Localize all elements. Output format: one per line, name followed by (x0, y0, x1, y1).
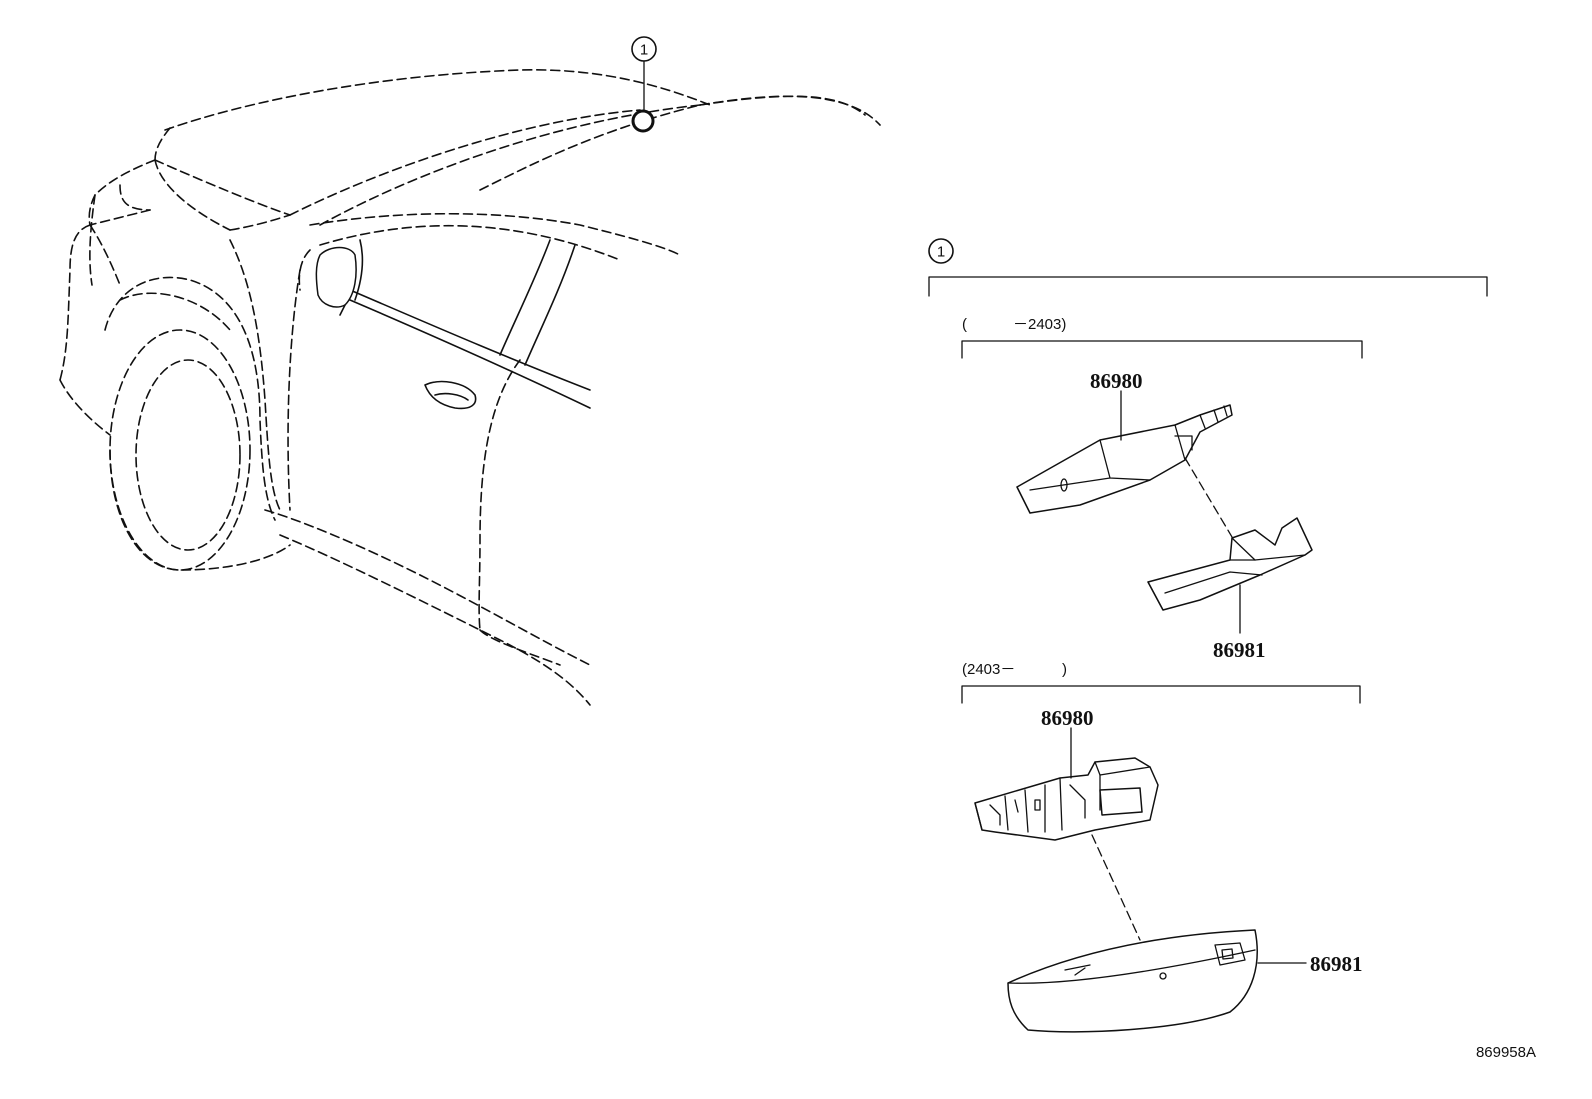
group-callout-number: 1 (937, 244, 945, 261)
parts-group: 1 (928, 238, 1488, 297)
part-86981-a (1147, 517, 1313, 611)
variant-b-range-close: ) (1062, 661, 1067, 678)
vehicle-callout-number: 1 (640, 42, 648, 59)
part-86980-a (1016, 404, 1233, 514)
location-marker (631, 109, 655, 133)
variant-b-range-start: (2403－ (962, 661, 1015, 678)
part-86980-b (974, 757, 1159, 841)
variant-a-range-end: －2403) (1013, 316, 1066, 333)
variant-a: ( －2403) 86980 86981 (961, 316, 1363, 662)
vehicle-outline (59, 69, 881, 706)
part-number-86980-b: 86980 (1041, 706, 1094, 730)
part-86981-b (1007, 929, 1258, 1033)
variant-a-range-open: ( (962, 316, 967, 333)
reference-code: 869958A (1476, 1044, 1536, 1061)
part-number-86980-a: 86980 (1090, 369, 1143, 393)
vehicle-callout: 1 (631, 36, 657, 133)
part-number-86981-a: 86981 (1213, 638, 1266, 662)
part-number-86981-b: 86981 (1310, 952, 1363, 976)
variant-b: (2403－ ) 86980 86981 (961, 661, 1363, 1033)
